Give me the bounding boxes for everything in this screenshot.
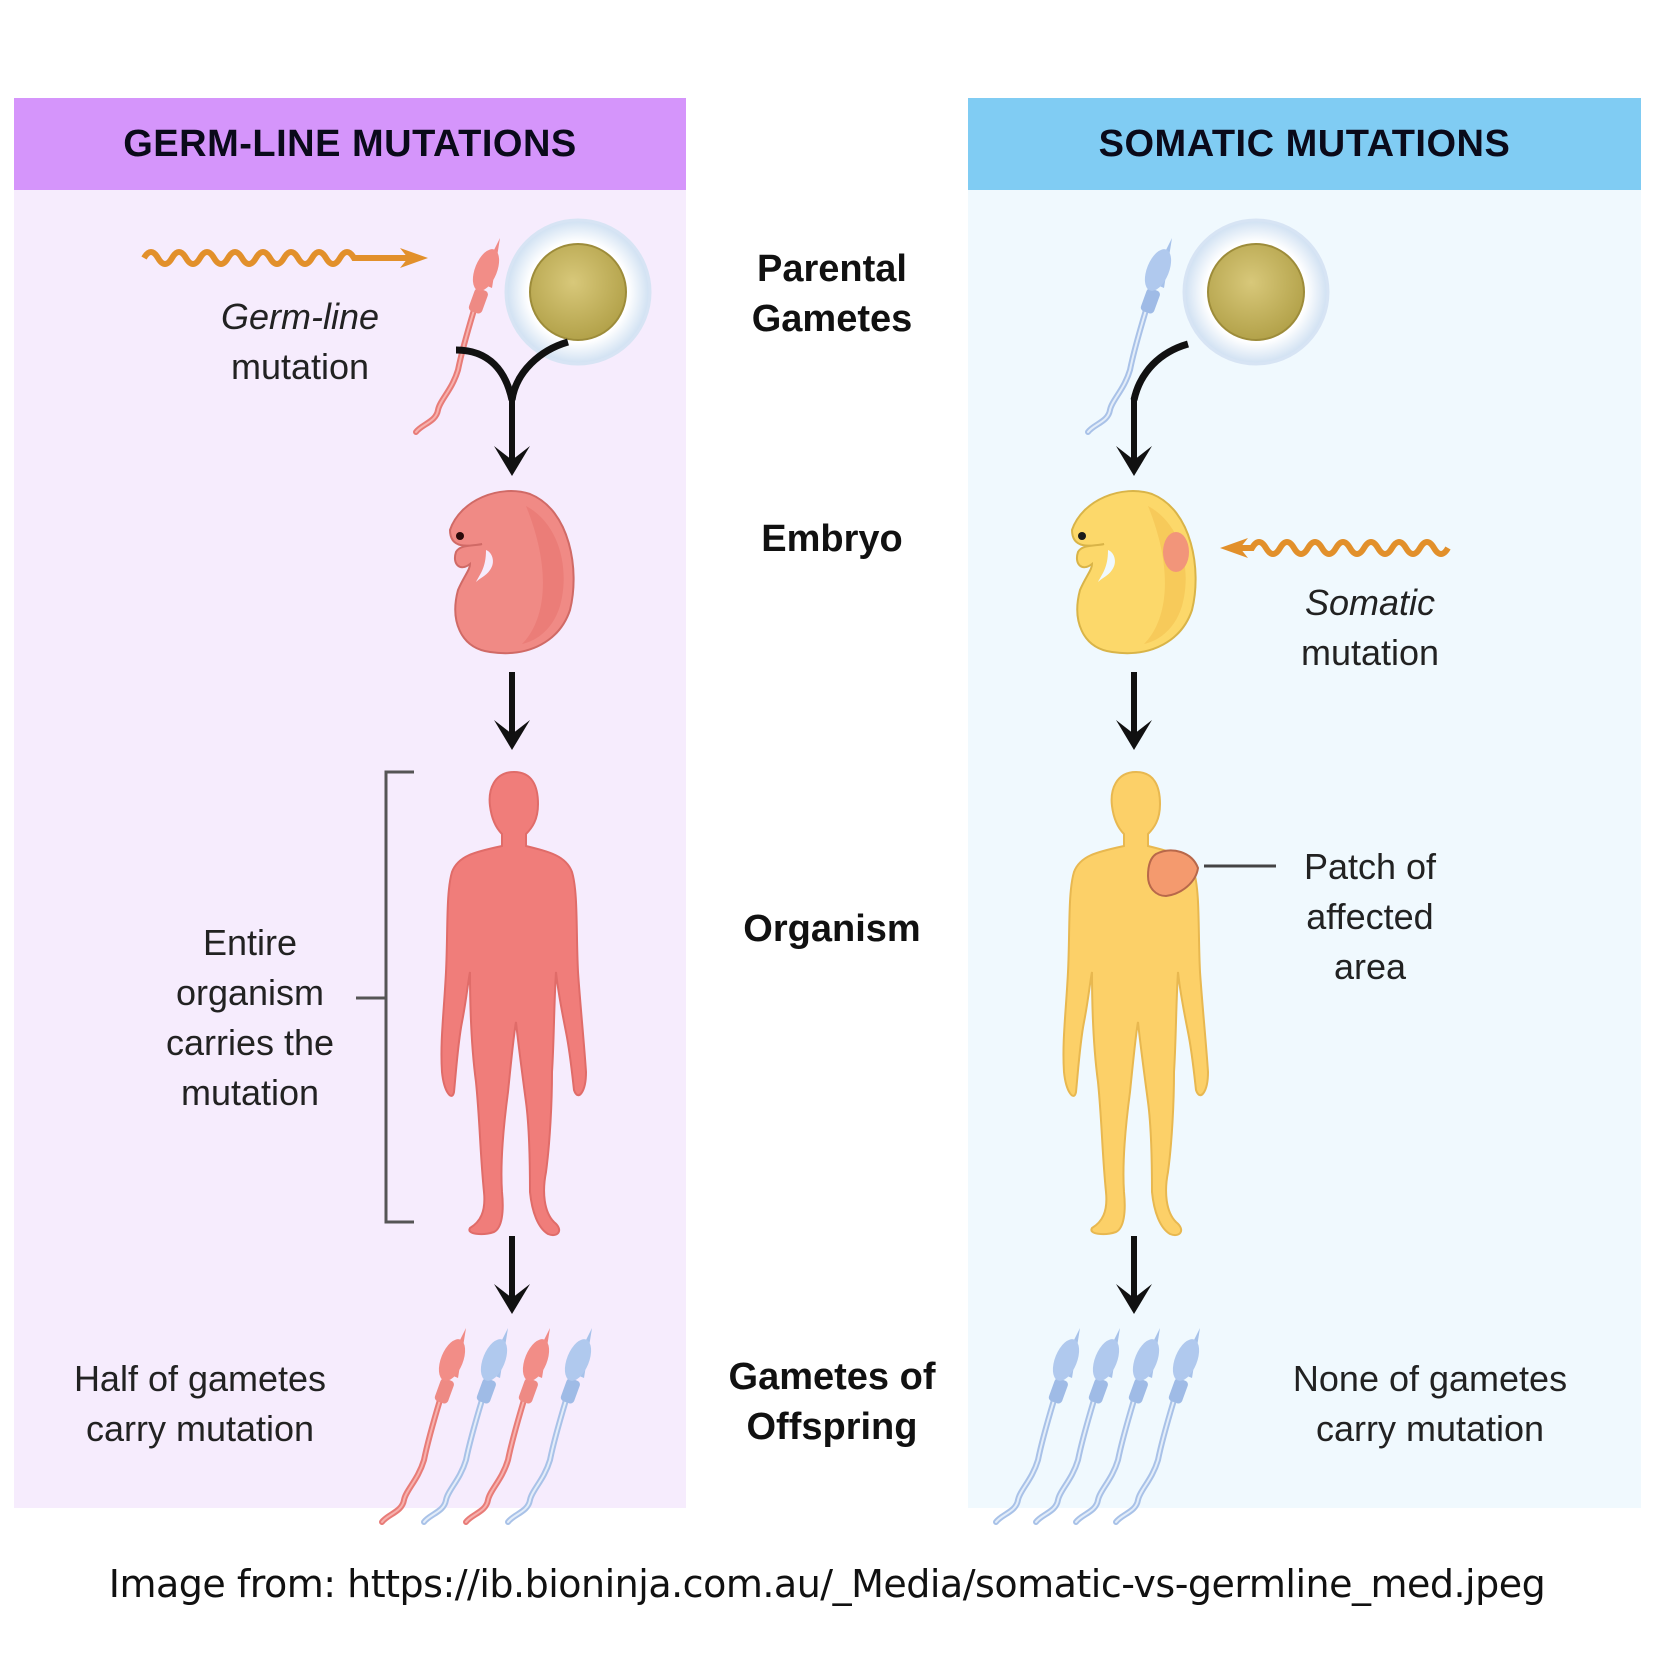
stage-organism: Organism xyxy=(743,908,921,950)
stage-embryo: Embryo xyxy=(761,518,903,560)
down-arrow-icon xyxy=(494,1236,530,1314)
note-line: Patch of xyxy=(1303,846,1437,887)
entire-organism-note: Entire organism carries the mutation xyxy=(120,918,380,1118)
note-line: carry mutation xyxy=(85,1408,315,1449)
germline-label-rest: mutation xyxy=(230,346,370,387)
germline-panel-title: GERM-LINE MUTATIONS xyxy=(14,98,686,190)
affected-patch xyxy=(1146,849,1200,898)
somatic-mutation-label: Somatic mutation xyxy=(1220,578,1520,678)
stage-line: Parental xyxy=(757,248,907,290)
note-line: area xyxy=(1333,946,1407,987)
down-arrow-icon xyxy=(1116,672,1152,750)
patch-affected-note: Patch of affected area xyxy=(1240,842,1500,992)
fertilization-arrow-icon xyxy=(1116,340,1190,476)
note-line: carry mutation xyxy=(1315,1408,1545,1449)
bracket-icon xyxy=(356,770,414,1224)
note-line: carries the xyxy=(165,1022,335,1063)
egg-cell-icon xyxy=(1182,218,1330,366)
half-gametes-note: Half of gametes carry mutation xyxy=(40,1354,360,1454)
embryo-icon xyxy=(1070,490,1197,655)
down-arrow-icon xyxy=(494,672,530,750)
stage-line: Gametes xyxy=(751,298,913,340)
radiation-wave-arrow-icon xyxy=(1220,538,1451,558)
stage-offspring-gametes: Gametes of Offspring xyxy=(682,1352,982,1452)
down-arrow-icon xyxy=(1116,1236,1152,1314)
human-figure-icon xyxy=(1062,771,1209,1237)
note-line: affected xyxy=(1306,896,1434,937)
note-line: mutation xyxy=(180,1072,320,1113)
image-source-caption: Image from: https://ib.bioninja.com.au/_… xyxy=(108,1562,1546,1606)
embryo-icon xyxy=(448,490,575,655)
offspring-gametes-icon xyxy=(996,1328,1204,1522)
none-gametes-note: None of gametes carry mutation xyxy=(1250,1354,1610,1454)
egg-cell-icon xyxy=(504,218,652,366)
fertilization-arrow-icon xyxy=(455,338,570,476)
note-line: None of gametes xyxy=(1292,1358,1568,1399)
note-line: Half of gametes xyxy=(73,1358,327,1399)
offspring-gametes-icon xyxy=(382,1328,596,1522)
stage-parental-gametes: Parental Gametes xyxy=(682,244,982,344)
germline-mutation-label: Germ-line mutation xyxy=(150,292,450,392)
somatic-panel-title: SOMATIC MUTATIONS xyxy=(968,98,1641,190)
human-figure-icon xyxy=(440,771,587,1237)
radiation-wave-arrow-icon xyxy=(141,248,428,268)
somatic-label-rest: mutation xyxy=(1300,632,1440,673)
note-line: organism xyxy=(175,972,325,1013)
somatic-label-italic: Somatic xyxy=(1304,582,1436,623)
stage-line: Offspring xyxy=(746,1406,918,1448)
stage-line: Gametes of xyxy=(728,1356,936,1398)
germline-label-italic: Germ-line xyxy=(220,296,380,337)
note-line: Entire xyxy=(202,922,298,963)
